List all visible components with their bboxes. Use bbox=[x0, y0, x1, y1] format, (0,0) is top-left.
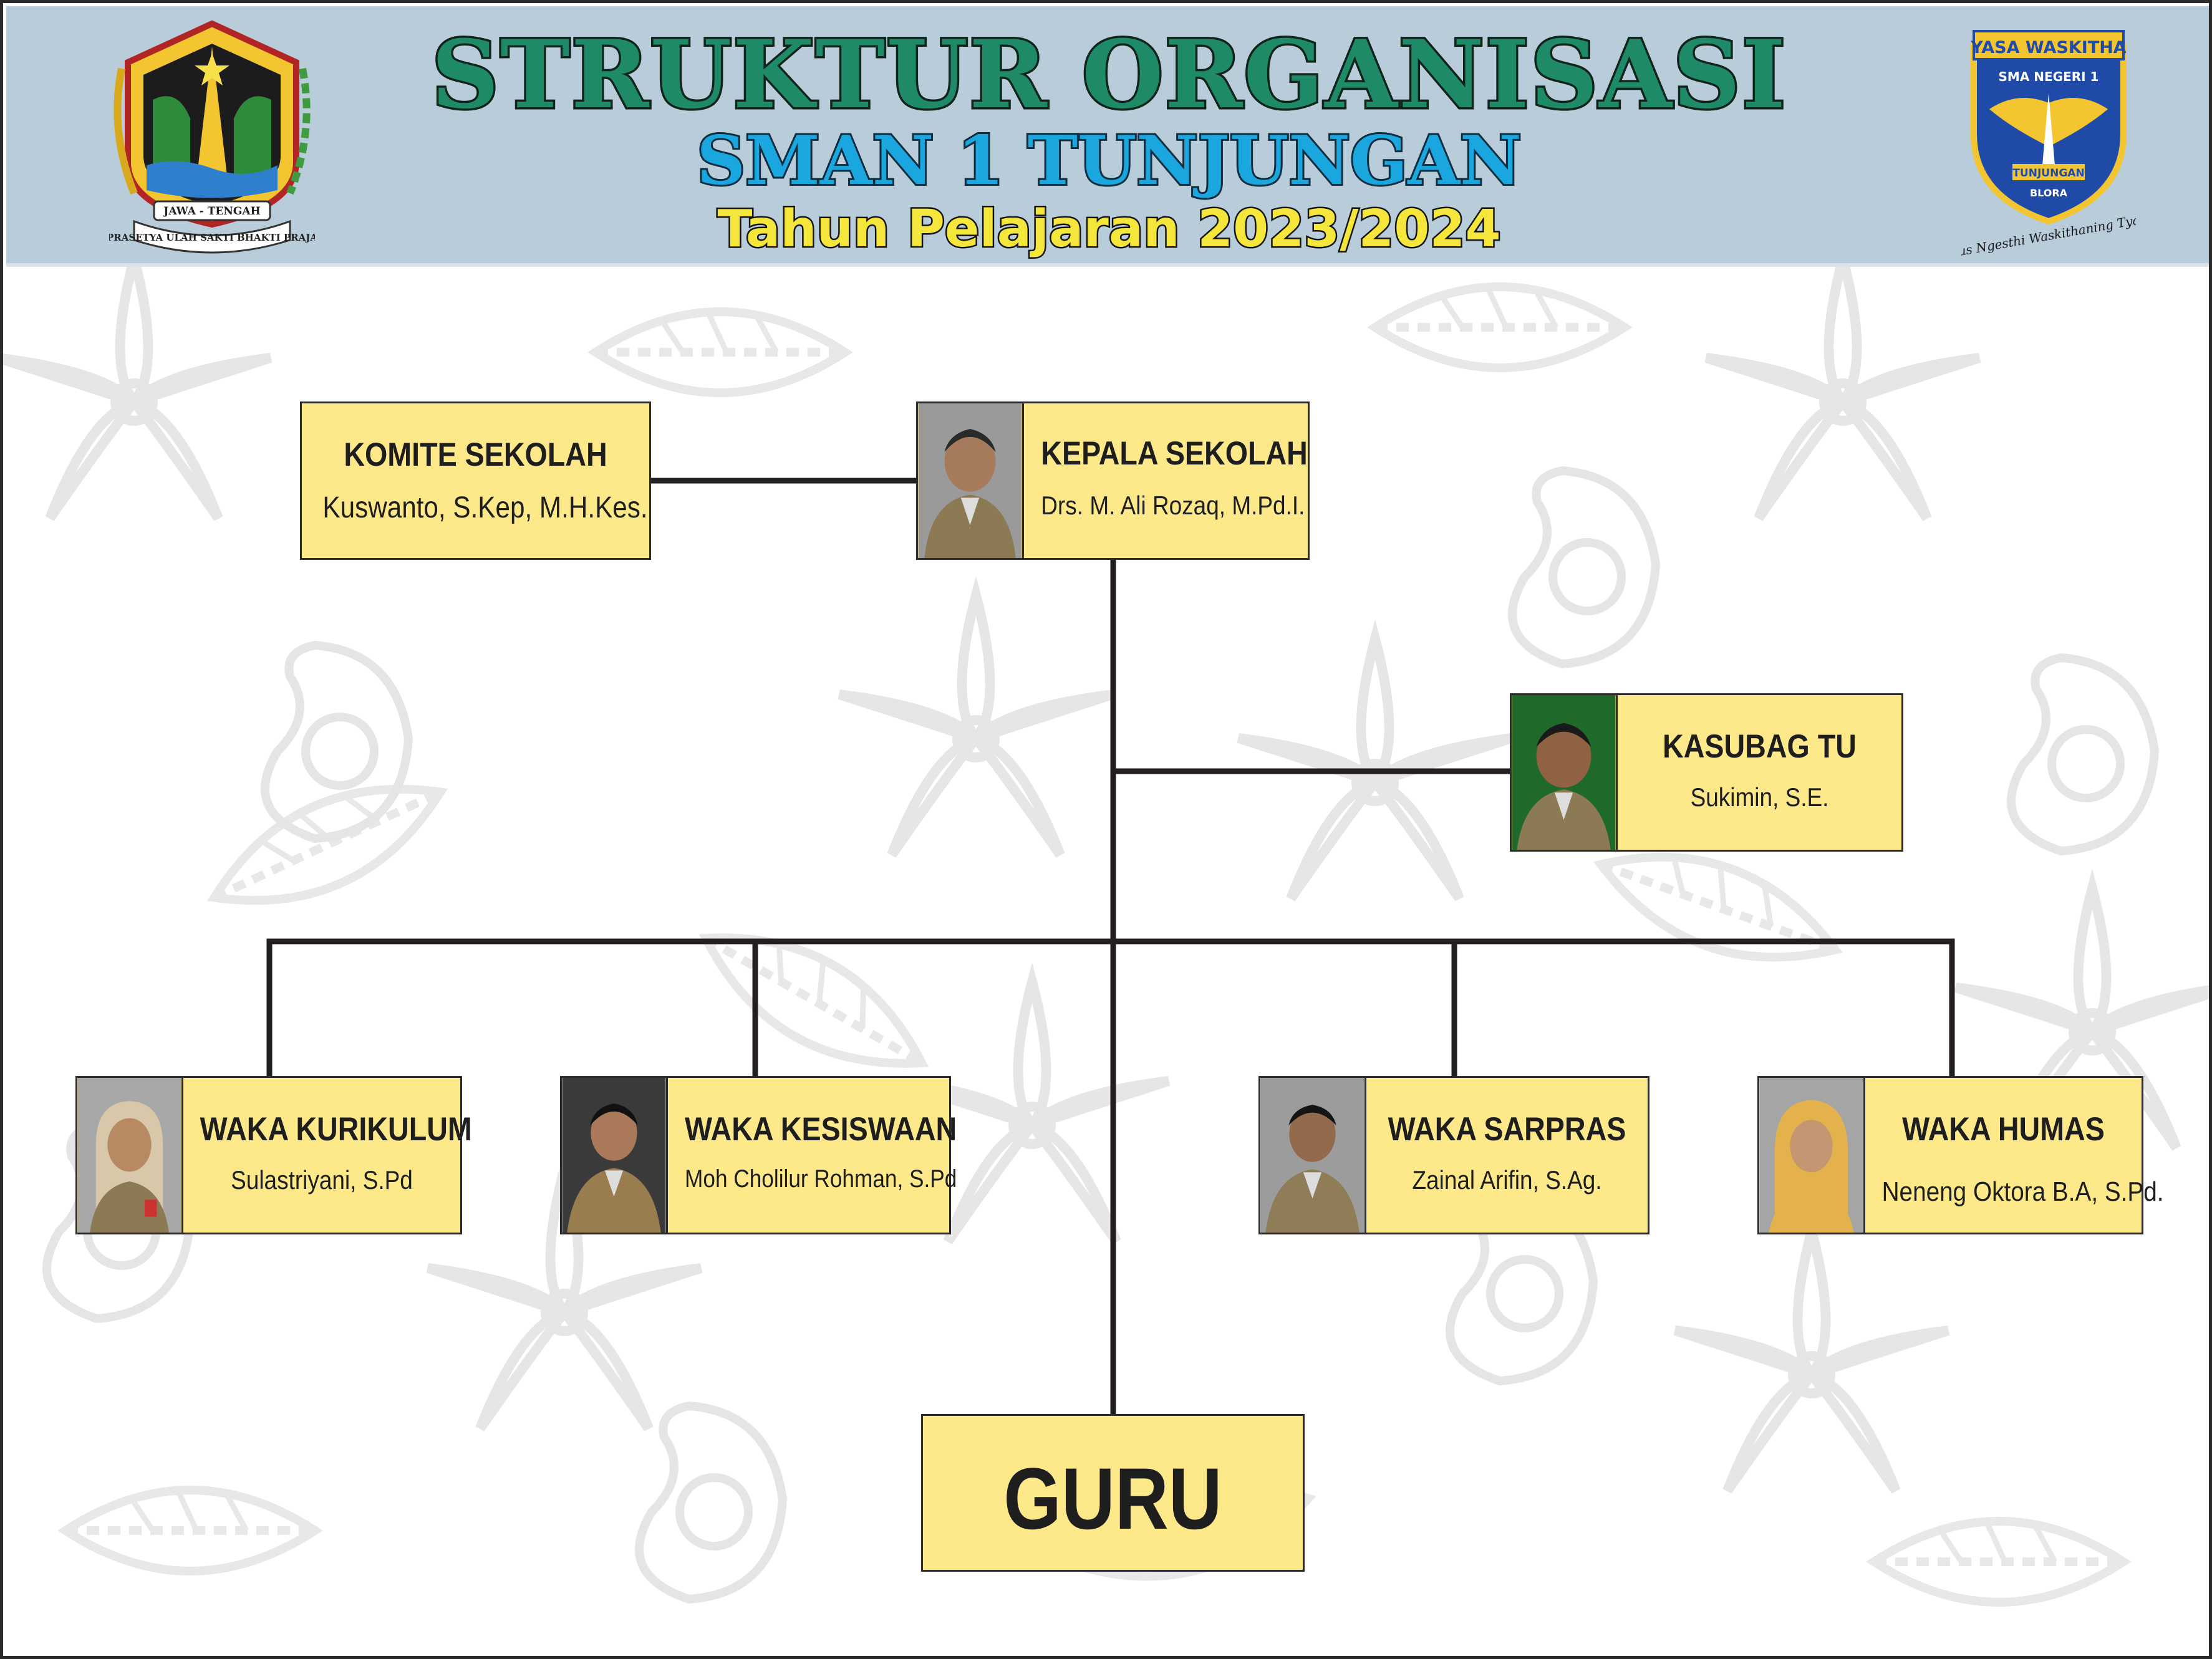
node-guru: GURU bbox=[921, 1414, 1305, 1572]
svg-text:SMA NEGERI 1: SMA NEGERI 1 bbox=[1999, 69, 2099, 84]
school-name: SMAN 1 TUNJUNGAN bbox=[695, 120, 1523, 202]
header-banner: STRUKTUR ORGANISASI SMAN 1 TUNJUNGAN Tah… bbox=[6, 6, 2209, 267]
jawa-tengah-emblem-icon: JAWA - TENGAH PRASETYA ULAH SAKTI BHAKTI… bbox=[109, 20, 315, 254]
portrait-photo-icon bbox=[562, 1078, 668, 1233]
node-waka-kesiswaan: WAKA KESISWAAN Moh Cholilur Rohman, S.Pd bbox=[560, 1076, 957, 1234]
node-waka-sarpras: WAKA SARPRAS Zainal Arifin, S.Ag. bbox=[1258, 1076, 1649, 1234]
node-role: WAKA SARPRAS bbox=[1388, 1111, 1626, 1148]
node-role: KOMITE SEKOLAH bbox=[344, 436, 607, 473]
node-person-name: Sukimin, S.E. bbox=[1690, 782, 1829, 812]
node-role: WAKA KESISWAAN bbox=[685, 1111, 957, 1148]
svg-text:TUNJUNGAN: TUNJUNGAN bbox=[2012, 167, 2084, 180]
academic-year: Tahun Pelajaran 2023/2024 bbox=[716, 198, 1502, 261]
svg-text:PRASETYA ULAH SAKTI BHAKTI PRA: PRASETYA ULAH SAKTI BHAKTI PRAJA bbox=[109, 232, 315, 243]
node-person-name: Neneng Oktora B.A, S.Pd. bbox=[1881, 1176, 2164, 1207]
node-komite-sekolah: KOMITE SEKOLAH Kuswanto, S.Kep, M.H.Kes. bbox=[300, 402, 651, 560]
chart-title: STRUKTUR ORGANISASI bbox=[429, 18, 1787, 132]
portrait-photo-icon bbox=[918, 403, 1024, 558]
node-role: KEPALA SEKOLAH bbox=[1041, 435, 1308, 472]
node-waka-kurikulum: WAKA KURIKULUM Sulastriyani, S.Pd bbox=[75, 1076, 472, 1234]
connector-lines bbox=[266, 478, 1955, 1417]
portrait-photo-icon bbox=[1260, 1078, 1366, 1233]
node-person-name: Zainal Arifin, S.Ag. bbox=[1412, 1165, 1602, 1195]
node-role: WAKA HUMAS bbox=[1902, 1111, 2105, 1148]
svg-text:JAWA - TENGAH: JAWA - TENGAH bbox=[162, 205, 260, 218]
svg-text:BLORA: BLORA bbox=[2030, 187, 2068, 199]
sman1-tunjungan-emblem-icon: YASA WASKITHA SMA NEGERI 1 TUNJUNGAN BLO… bbox=[1961, 30, 2136, 259]
node-person-name: Kuswanto, S.Kep, M.H.Kes. bbox=[322, 491, 648, 524]
portrait-photo-icon bbox=[1512, 695, 1618, 850]
node-role: WAKA KURIKULUM bbox=[200, 1111, 472, 1148]
node-role: GURU bbox=[1003, 1450, 1222, 1547]
portrait-photo-icon bbox=[77, 1078, 183, 1233]
svg-text:YASA WASKITHA: YASA WASKITHA bbox=[1970, 38, 2126, 57]
node-kasubag-tu: KASUBAG TU Sukimin, S.E. bbox=[1510, 693, 1903, 852]
node-kepala-sekolah: KEPALA SEKOLAH Drs. M. Ali Rozaq, M.Pd.I… bbox=[916, 402, 1310, 560]
node-waka-humas: WAKA HUMAS Neneng Oktora B.A, S.Pd. bbox=[1757, 1076, 2164, 1234]
node-person-name: Moh Cholilur Rohman, S.Pd bbox=[685, 1165, 957, 1193]
portrait-photo-icon bbox=[1759, 1078, 1865, 1233]
node-person-name: Drs. M. Ali Rozaq, M.Pd.I. bbox=[1041, 491, 1305, 520]
node-person-name: Sulastriyani, S.Pd bbox=[231, 1165, 413, 1195]
node-role: KASUBAG TU bbox=[1663, 728, 1857, 765]
